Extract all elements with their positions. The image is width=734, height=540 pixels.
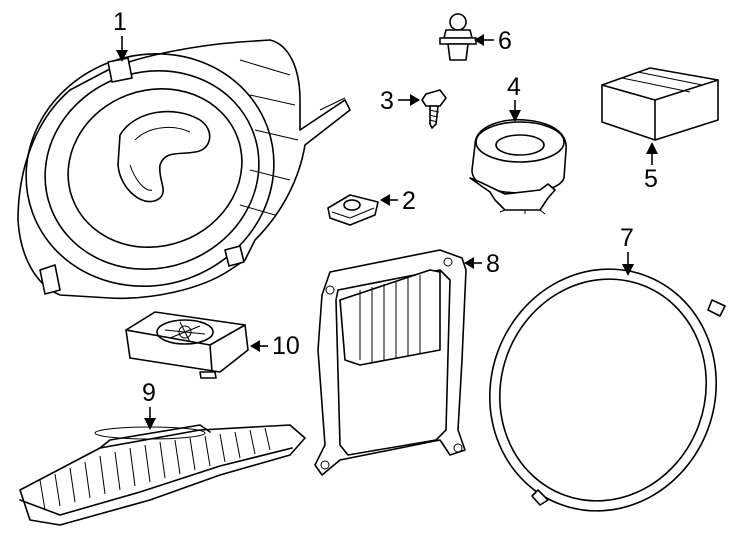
cooling-fan (125, 311, 249, 379)
callout-label-7: 7 (620, 224, 634, 252)
callout-9: 9 (142, 379, 156, 430)
callout-label-3: 3 (380, 87, 394, 115)
callout-3: 3 (380, 87, 420, 115)
clip-nut (327, 194, 379, 226)
callout-label-6: 6 (498, 27, 512, 55)
callout-5: 5 (644, 142, 658, 193)
callout-7: 7 (620, 224, 634, 276)
callout-4: 4 (507, 73, 521, 122)
led-light-module (19, 424, 306, 526)
callout-1: 1 (113, 8, 128, 62)
screw (421, 89, 447, 129)
callout-2: 2 (380, 187, 416, 215)
callout-label-8: 8 (486, 250, 500, 278)
callout-label-5: 5 (644, 165, 658, 193)
callout-label-10: 10 (272, 332, 300, 360)
callout-label-1: 1 (113, 8, 127, 36)
callout-label-2: 2 (402, 187, 416, 215)
callout-label-4: 4 (507, 73, 521, 101)
callout-10: 10 (250, 332, 300, 360)
headlamp-assembly (17, 39, 351, 300)
control-unit-frame (314, 249, 467, 476)
callout-8: 8 (464, 250, 500, 278)
actuator-motor (469, 118, 567, 215)
control-module-box (601, 67, 719, 141)
callout-6: 6 (474, 27, 512, 55)
cap-grommet (439, 13, 477, 61)
callout-label-9: 9 (142, 379, 156, 407)
seal-ring (488, 268, 726, 512)
